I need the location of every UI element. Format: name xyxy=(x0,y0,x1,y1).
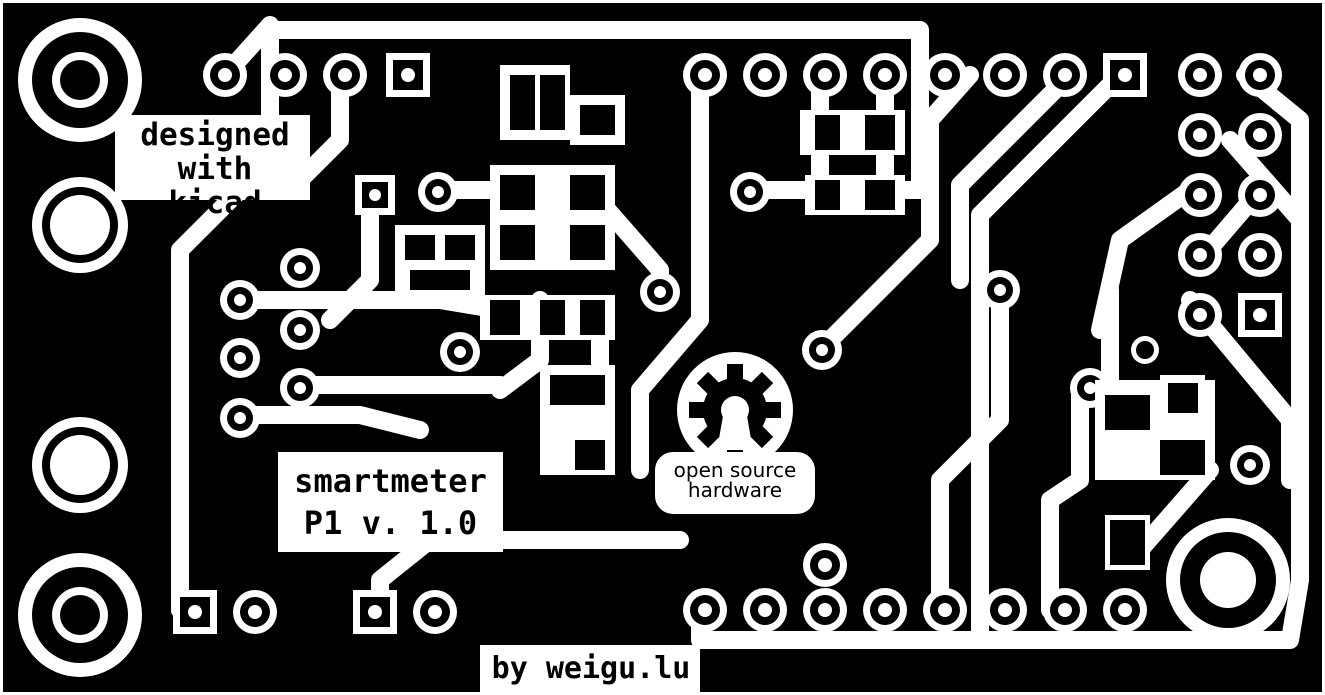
osh-line1: open source xyxy=(673,458,797,482)
open-source-hardware-label: open source hardware xyxy=(655,460,815,500)
author-label-background xyxy=(480,645,700,695)
smd-pads xyxy=(395,65,1215,570)
board-title-label: smartmeter P1 v. 1.0 xyxy=(283,460,498,544)
title-line1: smartmeter xyxy=(294,462,487,500)
through-hole-pads xyxy=(173,53,1282,634)
open-source-hardware-gear-icon xyxy=(677,352,793,468)
osh-label-background xyxy=(655,452,815,514)
designed-with-kicad-label: designed with kicad xyxy=(125,118,305,220)
designed-line1: designed xyxy=(140,117,290,153)
designed-label-background xyxy=(115,115,310,200)
designed-line2: with kicad xyxy=(168,151,262,221)
trace-clearances xyxy=(171,16,1309,649)
title-line2: P1 v. 1.0 xyxy=(303,504,478,542)
mounting-holes xyxy=(18,18,1290,677)
title-label-background xyxy=(278,452,503,552)
author-label: by weigu.lu xyxy=(491,651,691,686)
osh-line2: hardware xyxy=(687,478,783,502)
